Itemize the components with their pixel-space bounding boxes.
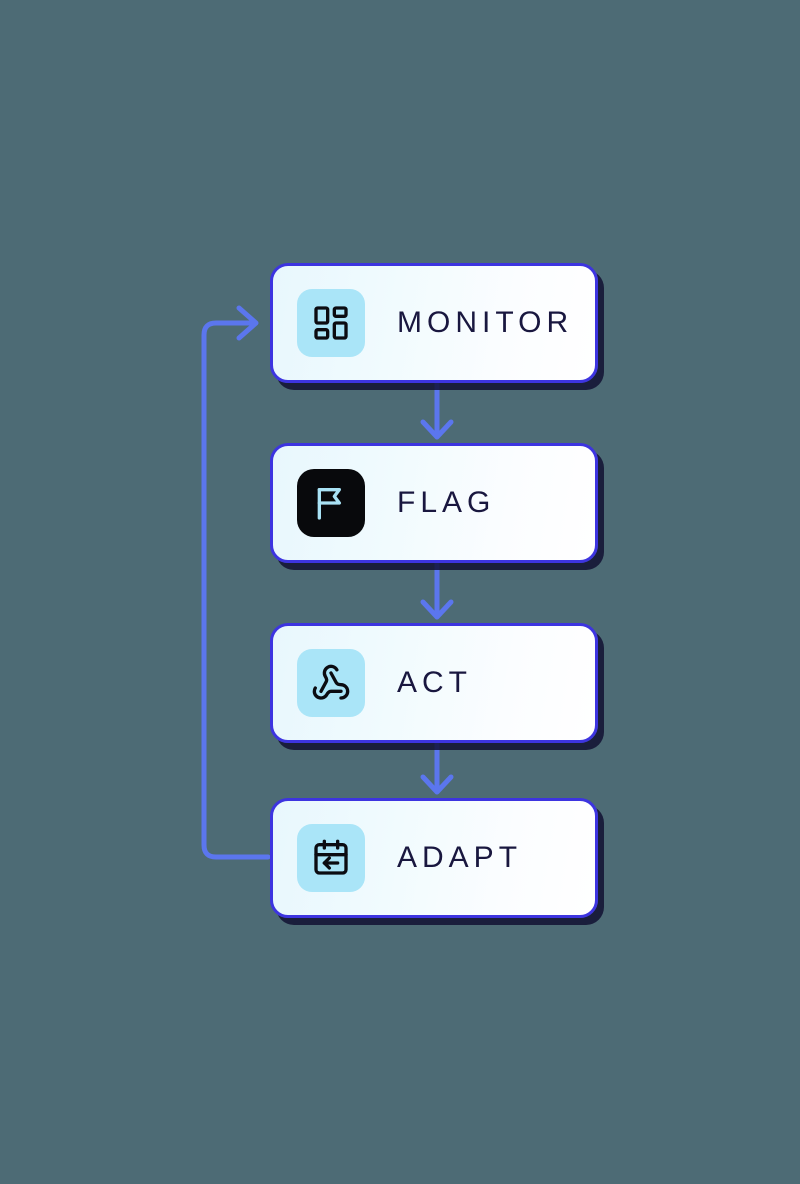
layout-dashboard-icon (297, 289, 365, 357)
step-card-act[interactable]: ACT (270, 623, 598, 743)
step-label-monitor: MONITOR (397, 306, 574, 339)
connector-act-to-adapt (420, 743, 454, 795)
step-label-act: ACT (397, 666, 472, 699)
step-card-monitor[interactable]: MONITOR (270, 263, 598, 383)
calendar-arrow-left-icon (297, 824, 365, 892)
step-label-flag: FLAG (397, 486, 496, 519)
step-label-adapt: ADAPT (397, 841, 523, 874)
connector-monitor-to-flag (420, 383, 454, 440)
flag-icon (297, 469, 365, 537)
connector-adapt-to-monitor-feedback (201, 305, 271, 860)
step-card-flag[interactable]: FLAG (270, 443, 598, 563)
step-card-adapt[interactable]: ADAPT (270, 798, 598, 918)
webhook-icon (297, 649, 365, 717)
connector-flag-to-act (420, 563, 454, 620)
